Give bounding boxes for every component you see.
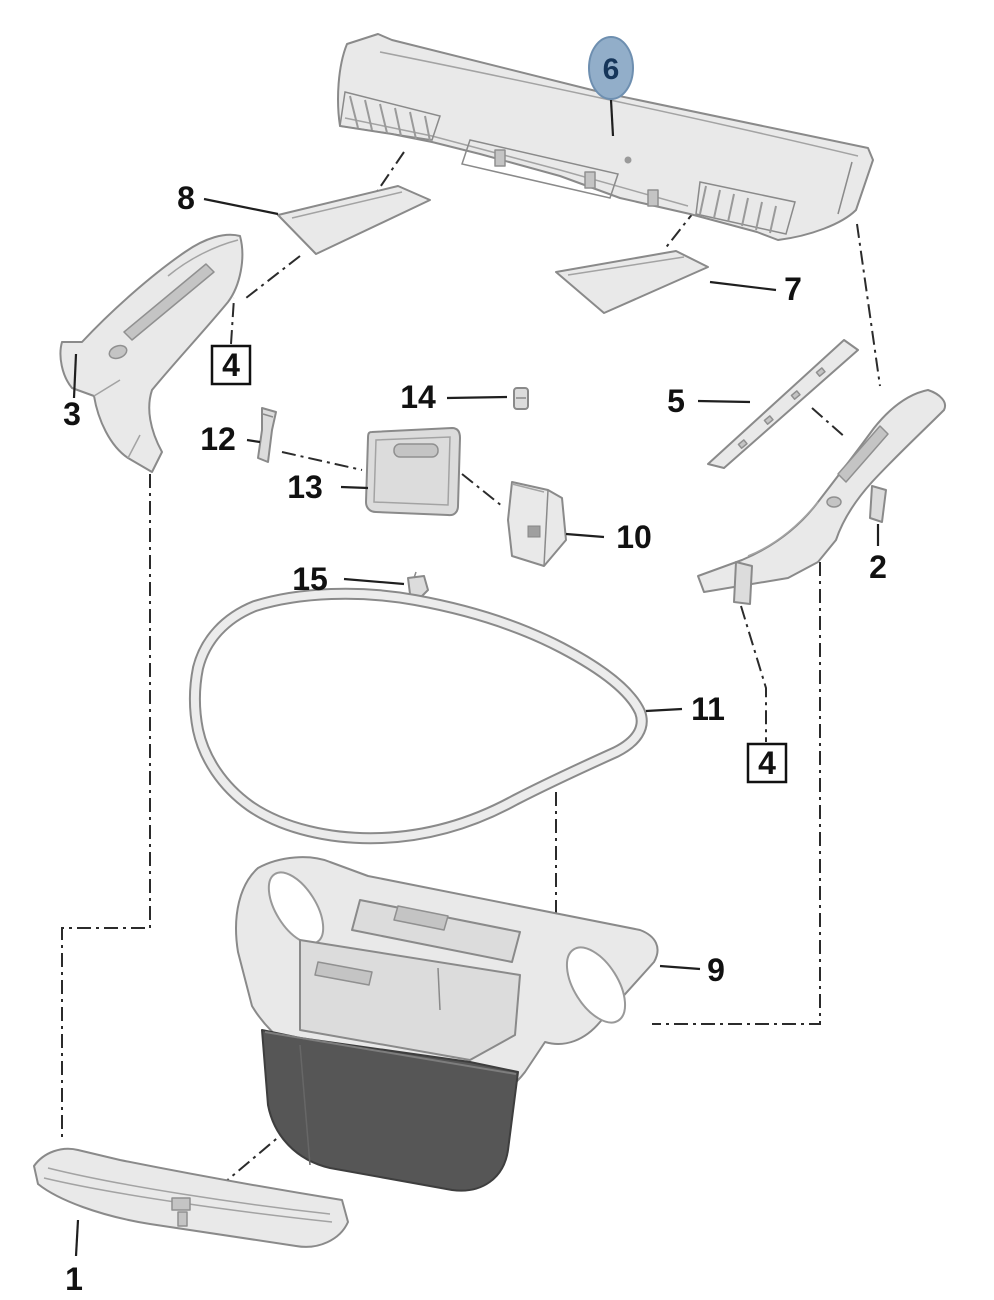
callout-7[interactable]: 7 <box>784 271 802 307</box>
part9-right-ear-cutout <box>565 946 627 1024</box>
callout-9[interactable]: 9 <box>707 952 725 988</box>
connector-cowl-to-part8 <box>373 151 405 197</box>
connector-part2-to-part9 <box>652 562 821 1025</box>
leader-9 <box>659 964 701 971</box>
part-shape-10-pocket <box>507 481 567 567</box>
leader-3 <box>72 353 78 399</box>
callout-4-left-label[interactable]: 4 <box>222 347 240 383</box>
connector-part5-to-part2 <box>811 407 847 439</box>
callout-2[interactable]: 2 <box>869 549 887 585</box>
connector-part2-to-box4-right <box>740 605 767 742</box>
part-shape-5-strip <box>707 339 859 469</box>
leader-10 <box>565 532 605 539</box>
part-shape-6-cowl-panel <box>337 33 874 241</box>
callout-8[interactable]: 8 <box>177 180 195 216</box>
callout-6-highlight-ellipse[interactable] <box>588 36 634 100</box>
callout-14[interactable]: 14 <box>400 379 436 415</box>
leader-5 <box>697 399 751 404</box>
callout-13[interactable]: 13 <box>287 469 323 505</box>
callout-10[interactable]: 10 <box>616 519 652 555</box>
leader-12 <box>246 438 261 444</box>
part-shape-8-deflector-left <box>277 185 431 255</box>
connector-part1-to-bowl <box>217 1091 333 1189</box>
callout-11[interactable]: 11 <box>691 691 725 727</box>
connector-part8-to-part3 <box>245 255 301 299</box>
part6-body <box>337 33 874 241</box>
part-shape-1-sill-trim <box>33 1147 349 1248</box>
part-shape-12-bracket <box>257 407 277 463</box>
leader-14 <box>446 395 508 400</box>
part-shape-7-deflector-right <box>555 250 709 314</box>
part-shape-14-clip <box>513 387 529 410</box>
connector-part12-to-part13 <box>281 451 363 471</box>
callout-6-label[interactable]: 6 <box>603 53 620 86</box>
part-shape-9-storage-tub <box>235 856 659 1192</box>
callout-4-boxed-right[interactable]: 4 <box>746 742 788 784</box>
leader-lines <box>72 99 880 1257</box>
connector-cowl-to-part2 <box>856 223 881 387</box>
callout-4-right-label[interactable]: 4 <box>758 745 776 781</box>
part-shape-15-clip <box>407 571 429 599</box>
part6-right-hatch <box>695 181 796 235</box>
part-shape-3-left-bracket <box>59 233 244 473</box>
connector-box4-left-stem <box>230 297 235 345</box>
callout-6-highlighted[interactable]: 6 <box>588 36 634 100</box>
callout-15[interactable]: 15 <box>292 561 328 597</box>
leader-8 <box>203 197 279 216</box>
leader-15 <box>343 577 405 586</box>
callout-5[interactable]: 5 <box>667 383 685 419</box>
callout-4-boxed-left[interactable]: 4 <box>210 344 252 386</box>
part9-dark-bowl <box>261 1029 519 1192</box>
leader-1 <box>74 1219 80 1257</box>
connector-part13-to-part10 <box>461 473 503 507</box>
part6-left-hatch <box>339 91 441 142</box>
leader-6 <box>609 99 615 137</box>
part-shape-11-seal <box>189 587 648 845</box>
leader-11 <box>645 707 683 713</box>
callout-3[interactable]: 3 <box>63 396 81 432</box>
callout-labels: 6 8 7 3 4 14 5 12 13 10 2 15 11 4 9 1 <box>63 36 887 1297</box>
callout-12[interactable]: 12 <box>200 421 236 457</box>
callout-1[interactable]: 1 <box>65 1261 83 1297</box>
leader-13 <box>340 485 369 490</box>
connector-part3-to-part1 <box>61 474 151 1138</box>
part-shape-2-right-bracket <box>697 389 946 605</box>
leader-7 <box>709 280 777 292</box>
part-shape-13-cover <box>365 427 461 517</box>
